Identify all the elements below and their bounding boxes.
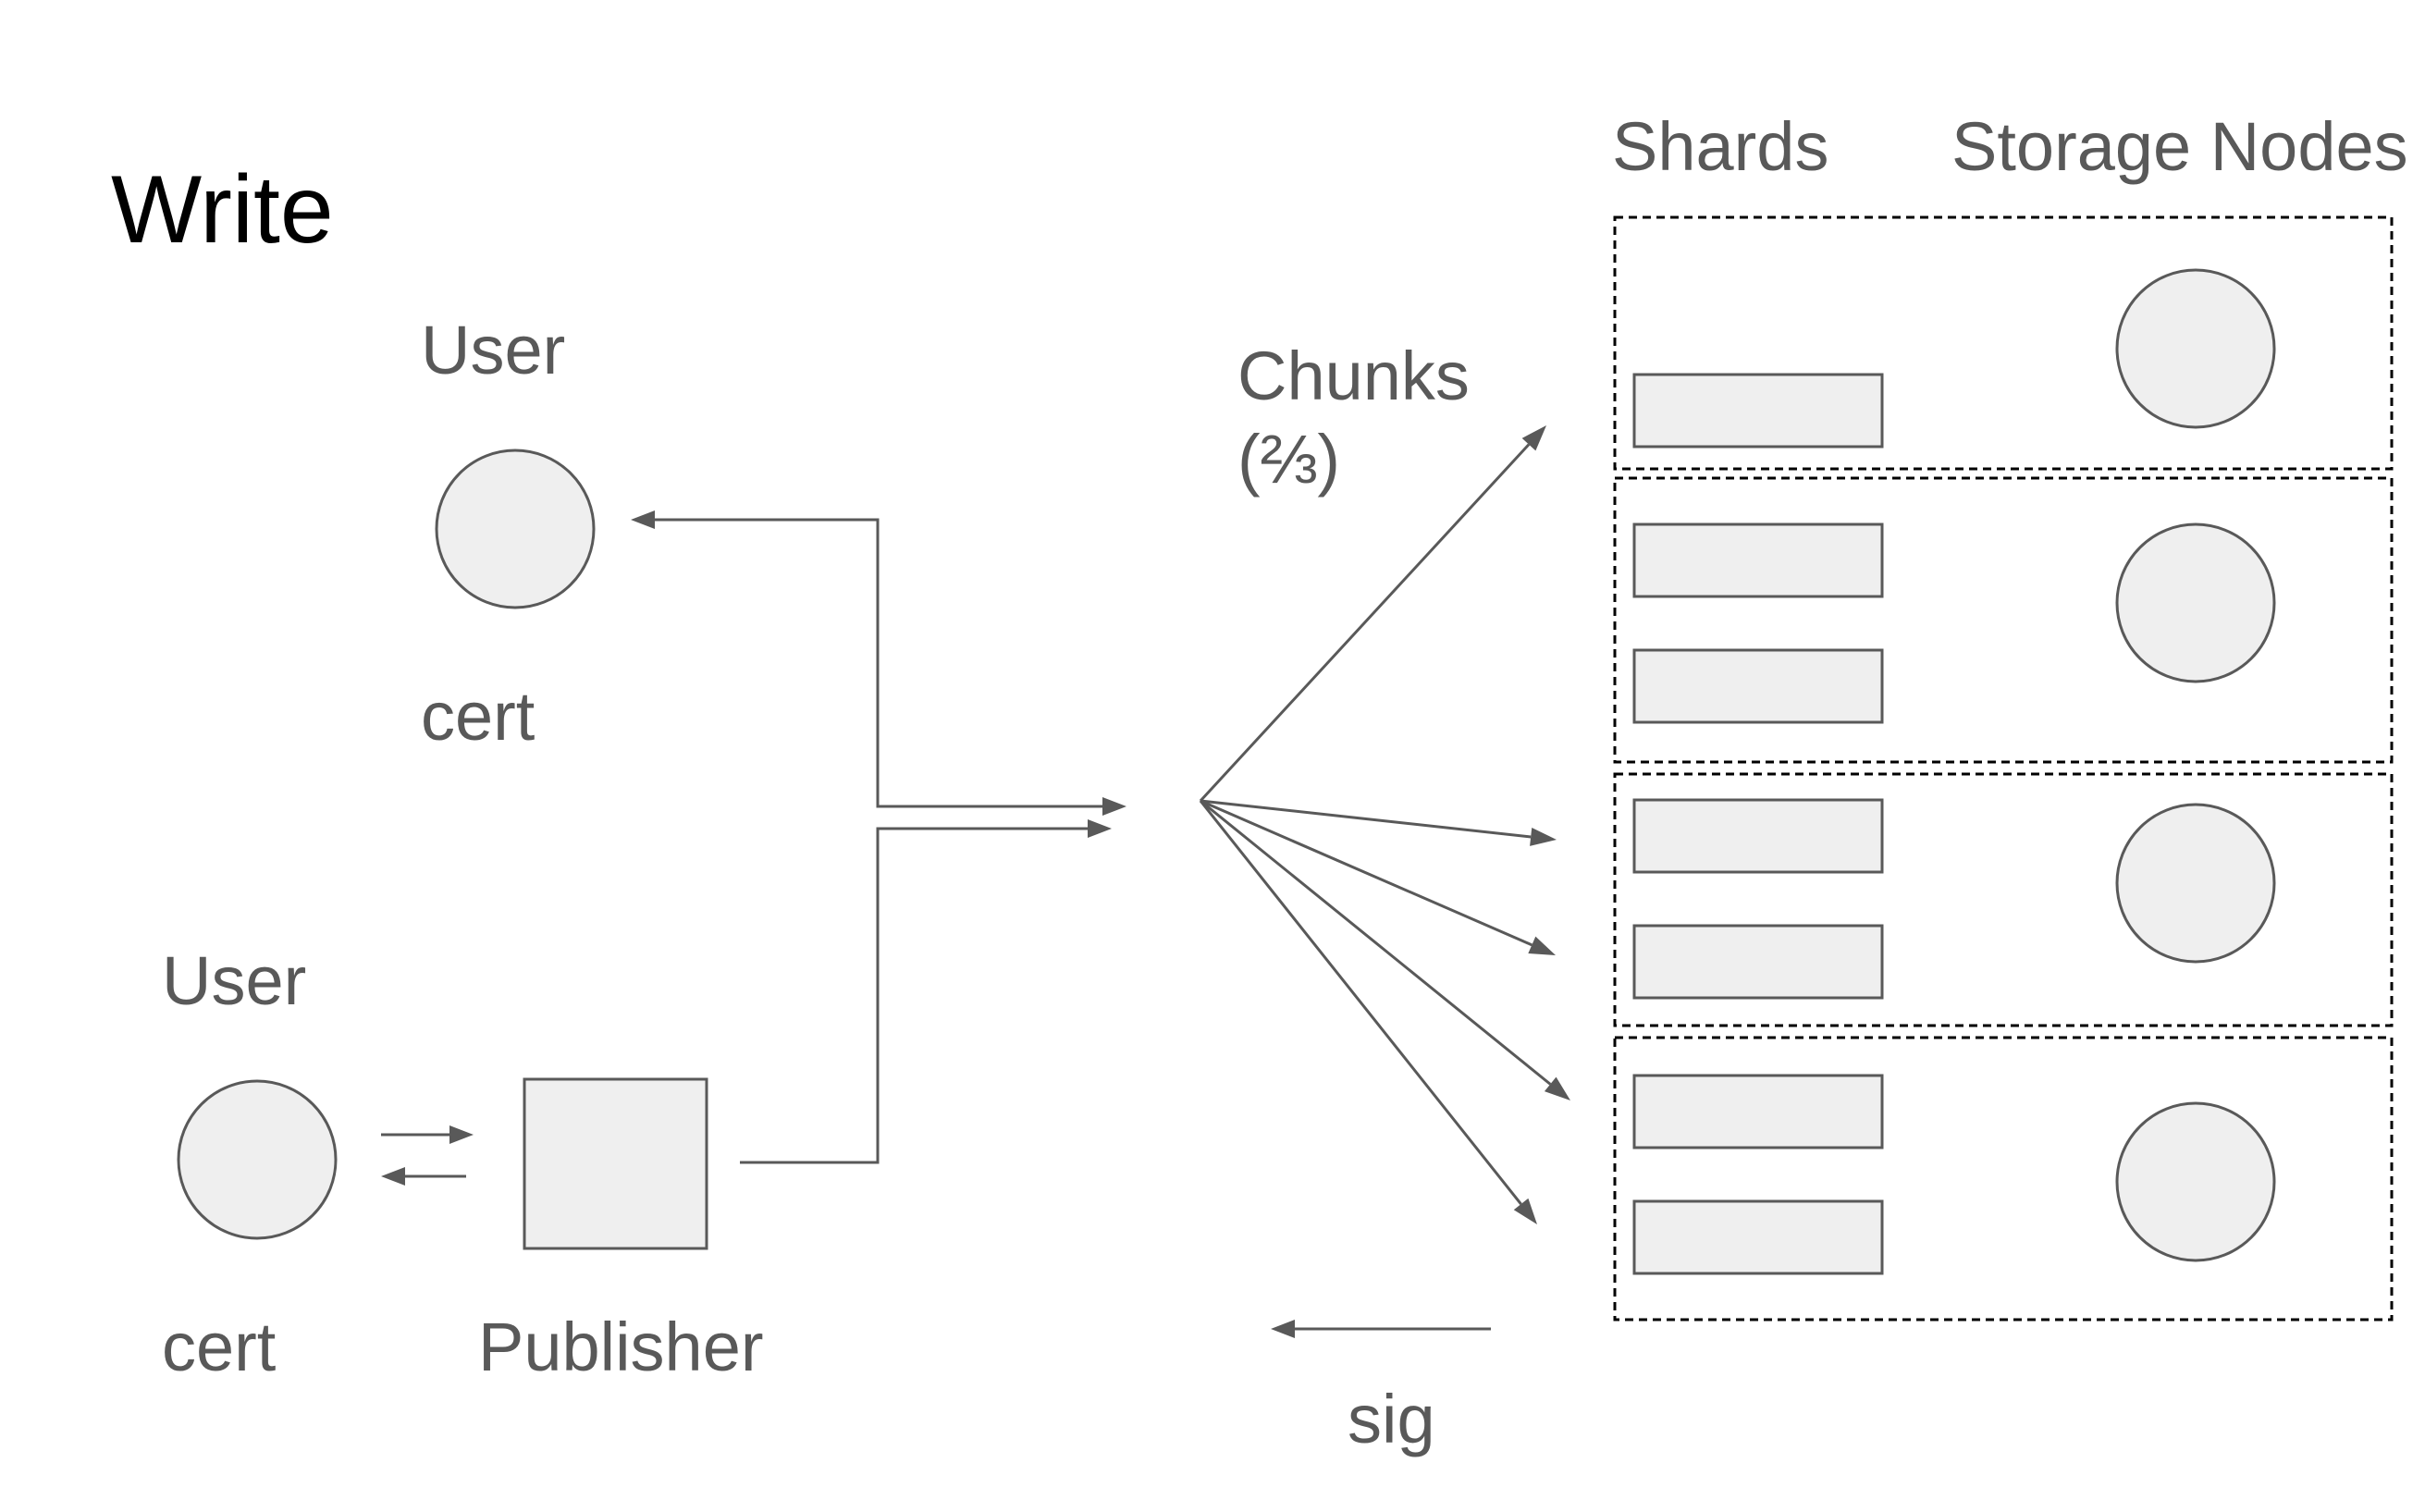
- chunk-arrowhead: [1544, 1076, 1570, 1100]
- shards-header: Shards: [1612, 108, 1828, 185]
- storage-node: [2115, 268, 2276, 429]
- shard-block: [1632, 1074, 1884, 1149]
- publisher-label: Publisher: [478, 1309, 764, 1385]
- shard-block: [1632, 522, 1884, 598]
- storage-node: [2115, 522, 2276, 683]
- cert-route-line: [655, 518, 1105, 808]
- chunk-arrow: [1200, 799, 1532, 839]
- shard-block: [1632, 924, 1884, 1000]
- storage-node: [2115, 1101, 2276, 1262]
- chunk-arrow: [1200, 799, 1533, 947]
- shard-block: [1632, 798, 1884, 874]
- publisher-route-line: [740, 827, 1089, 1164]
- user-bottom-label: User: [162, 942, 306, 1019]
- chunk-arrow: [1199, 800, 1522, 1206]
- chunks-label: Chunks: [1237, 338, 1470, 414]
- storage-group-box: [1613, 215, 2394, 471]
- chunk-arrow: [1200, 799, 1552, 1086]
- publisher-route-arrowhead: [1088, 819, 1112, 838]
- diagram-title: Write: [111, 156, 334, 264]
- shard-block: [1632, 373, 1884, 449]
- chunk-arrowhead: [1521, 425, 1546, 451]
- storage-group-box: [1613, 1036, 2394, 1321]
- chunk-arrows: [1199, 425, 1570, 1224]
- publisher-to-user-arrowhead: [381, 1167, 405, 1186]
- chunks-fraction-label: (⅔): [1237, 421, 1340, 498]
- cert-route-arrowhead-right: [1102, 797, 1126, 816]
- storage-group-box: [1613, 772, 2394, 1027]
- publisher-node: [523, 1077, 708, 1250]
- storage-groups: [1613, 215, 2394, 1321]
- user-to-publisher-arrowhead: [449, 1125, 474, 1144]
- user-top-label: User: [421, 312, 565, 388]
- chunk-arrow: [1199, 443, 1531, 803]
- storage-group-box: [1613, 476, 2394, 764]
- chunk-arrowhead: [1530, 828, 1557, 846]
- sig-label: sig: [1348, 1381, 1435, 1457]
- sig-arrowhead: [1271, 1320, 1295, 1338]
- shard-block: [1632, 1199, 1884, 1275]
- cert-top-label: cert: [421, 678, 535, 755]
- storage-nodes-header: Storage Nodes: [1951, 108, 2408, 185]
- chunk-arrowhead: [1528, 936, 1556, 955]
- user-bottom-node: [177, 1079, 338, 1240]
- cert-bottom-label: cert: [162, 1309, 277, 1385]
- storage-node: [2115, 803, 2276, 964]
- user-top-node: [435, 449, 596, 609]
- shard-block: [1632, 648, 1884, 724]
- cert-route-arrowhead-left: [631, 510, 655, 529]
- chunk-arrowhead: [1513, 1198, 1537, 1224]
